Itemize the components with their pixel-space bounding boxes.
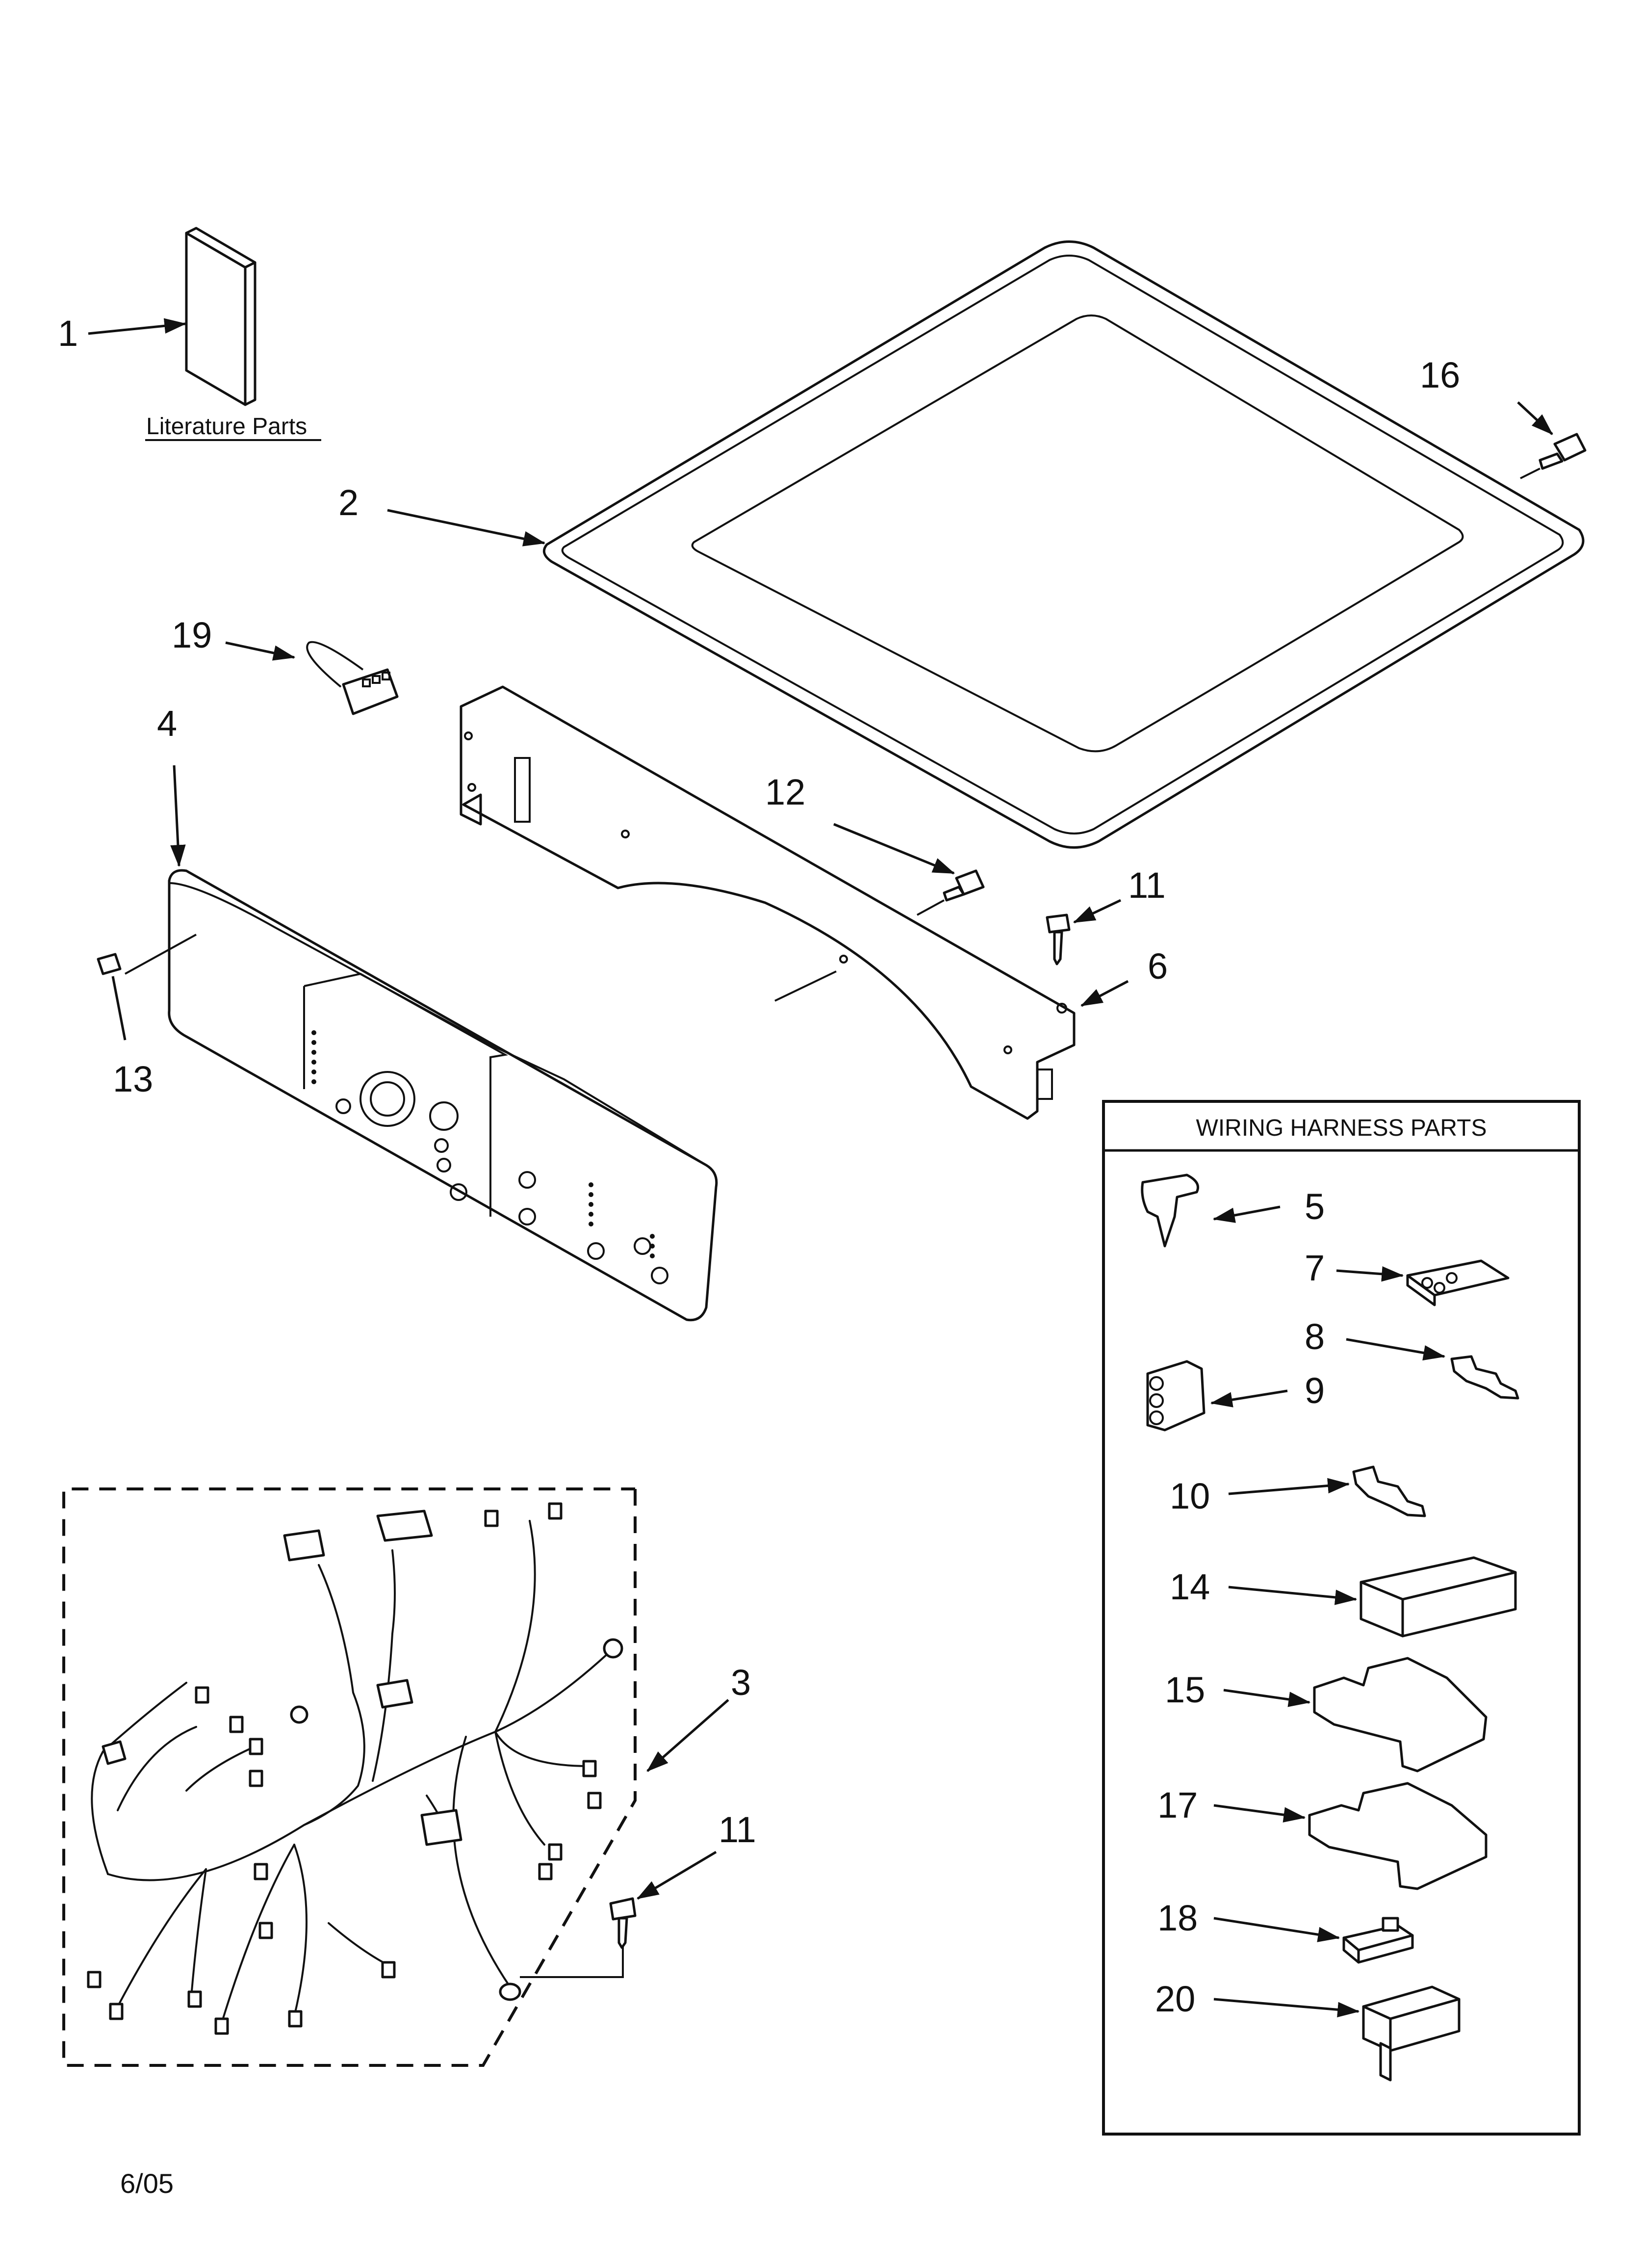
- top-panel: [387, 240, 1585, 849]
- callout-2: 2: [338, 482, 359, 523]
- connector-17: [1213, 1782, 1488, 1890]
- callout-19: 19: [172, 615, 212, 655]
- callout-20: 20: [1155, 1979, 1195, 2019]
- harness-terminals: [87, 1502, 602, 2035]
- console-panel: [125, 765, 718, 1322]
- connector-7: [1336, 1259, 1510, 1306]
- screw-11-upper: [1046, 899, 1122, 965]
- callout-18: 18: [1157, 1898, 1198, 1938]
- screw-12: [833, 823, 985, 916]
- connector-18: [1213, 1917, 1414, 1964]
- connector-15: [1223, 1657, 1488, 1773]
- wiring-box-title: WIRING HARNESS PARTS: [1196, 1115, 1487, 1141]
- callout-17: 17: [1157, 1785, 1198, 1825]
- terminal-10: [1228, 1465, 1426, 1517]
- screw-16: [1517, 401, 1587, 479]
- callout-7: 7: [1305, 1248, 1325, 1288]
- callout-15: 15: [1165, 1669, 1205, 1710]
- callout-6: 6: [1148, 946, 1168, 987]
- callout-1: 1: [58, 313, 78, 354]
- indicator-dots: [311, 1030, 655, 1258]
- callout-8: 8: [1305, 1316, 1325, 1357]
- wiring-harness: [62, 1487, 729, 2067]
- literature-booklet: [88, 227, 257, 406]
- callout-14: 14: [1170, 1566, 1210, 1607]
- console-bracket: [460, 685, 1129, 1120]
- connector-14: [1228, 1556, 1517, 1638]
- callout-16: 16: [1420, 355, 1460, 395]
- terminal-8: [1346, 1338, 1519, 1400]
- clip-5: [1141, 1173, 1281, 1248]
- wiring-harness-parts-box: [1102, 1100, 1581, 2136]
- callout-9: 9: [1305, 1370, 1325, 1411]
- connector-19: [225, 641, 399, 715]
- callout-3: 3: [731, 1662, 751, 1703]
- connector-20: [1213, 1985, 1461, 2082]
- screw-11-lower: [609, 1851, 717, 1949]
- callout-11-upper: 11: [1128, 865, 1166, 906]
- callout-13: 13: [113, 1059, 153, 1099]
- callout-11-lower: 11: [718, 1809, 756, 1850]
- date-code: 6/05: [120, 2168, 174, 2199]
- label-13: [97, 953, 127, 1041]
- callout-10: 10: [1170, 1476, 1210, 1516]
- literature-parts-label: Literature Parts: [146, 414, 307, 440]
- callout-12: 12: [765, 772, 805, 812]
- connector-9: [1146, 1360, 1288, 1432]
- callout-4: 4: [157, 703, 177, 744]
- callout-5: 5: [1305, 1186, 1325, 1227]
